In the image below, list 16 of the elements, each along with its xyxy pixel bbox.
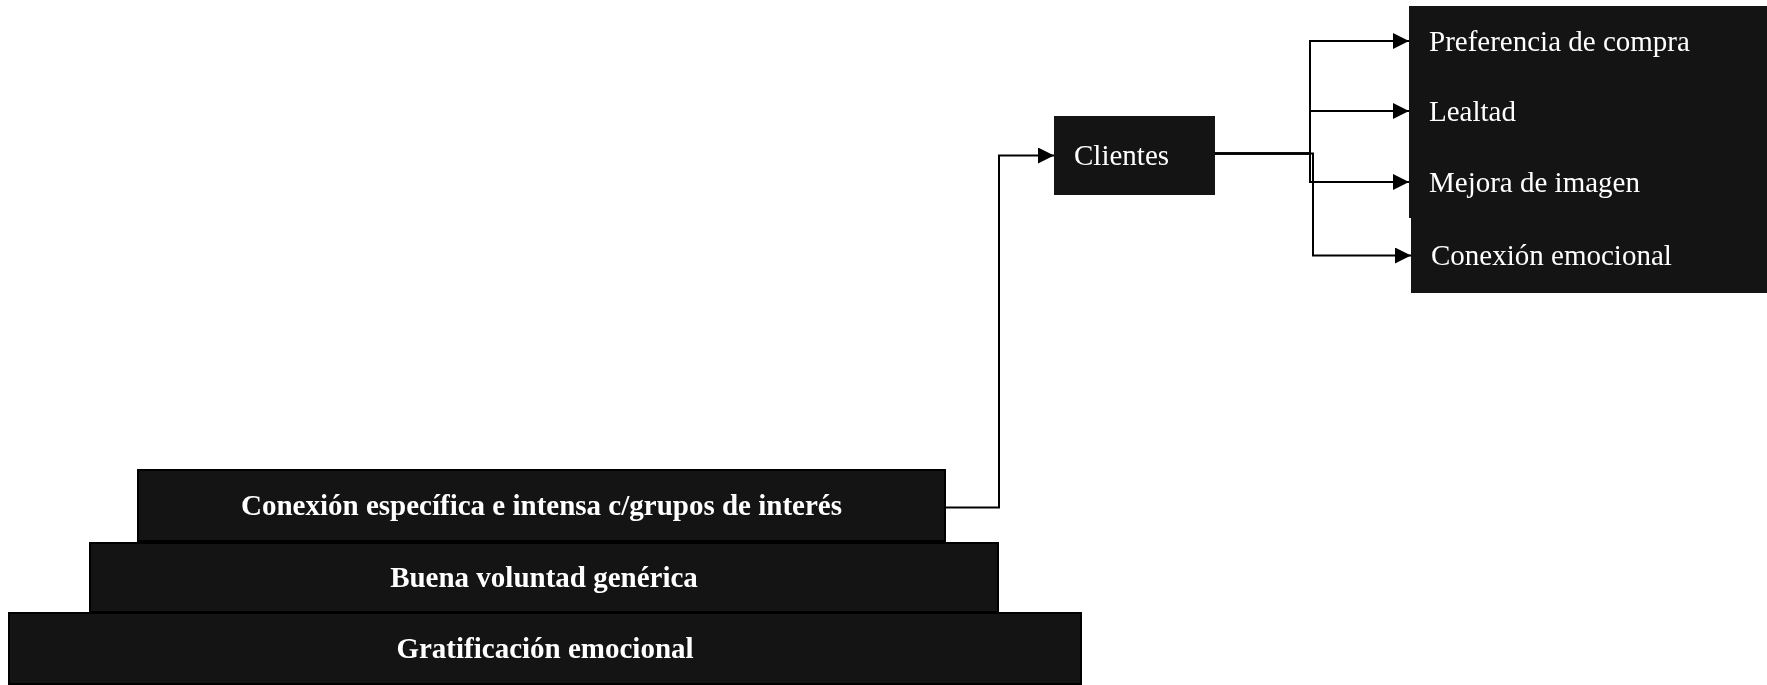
- box-label: Lealtad: [1429, 94, 1516, 128]
- box-label: Buena voluntad genérica: [390, 561, 698, 594]
- result-box: [1411, 218, 1767, 293]
- connector-arrow: [1214, 152, 1412, 264]
- box-label: Mejora de imagen: [1429, 165, 1640, 199]
- box-label: Conexión específica e intensa c/grupos de interés: [241, 489, 842, 522]
- pyramid-level: [89, 542, 999, 613]
- pyramid-level: [8, 612, 1082, 685]
- box-label: Preferencia de compra: [1429, 24, 1690, 58]
- box-label: Gratificación emocional: [396, 632, 694, 665]
- box-label: Clientes: [1074, 139, 1170, 172]
- result-box: [1409, 6, 1767, 76]
- box-label: Conexión emocional: [1431, 239, 1672, 272]
- process-box: [1054, 116, 1215, 195]
- connector-arrow: [945, 147, 1055, 509]
- pyramid-level: [137, 469, 946, 542]
